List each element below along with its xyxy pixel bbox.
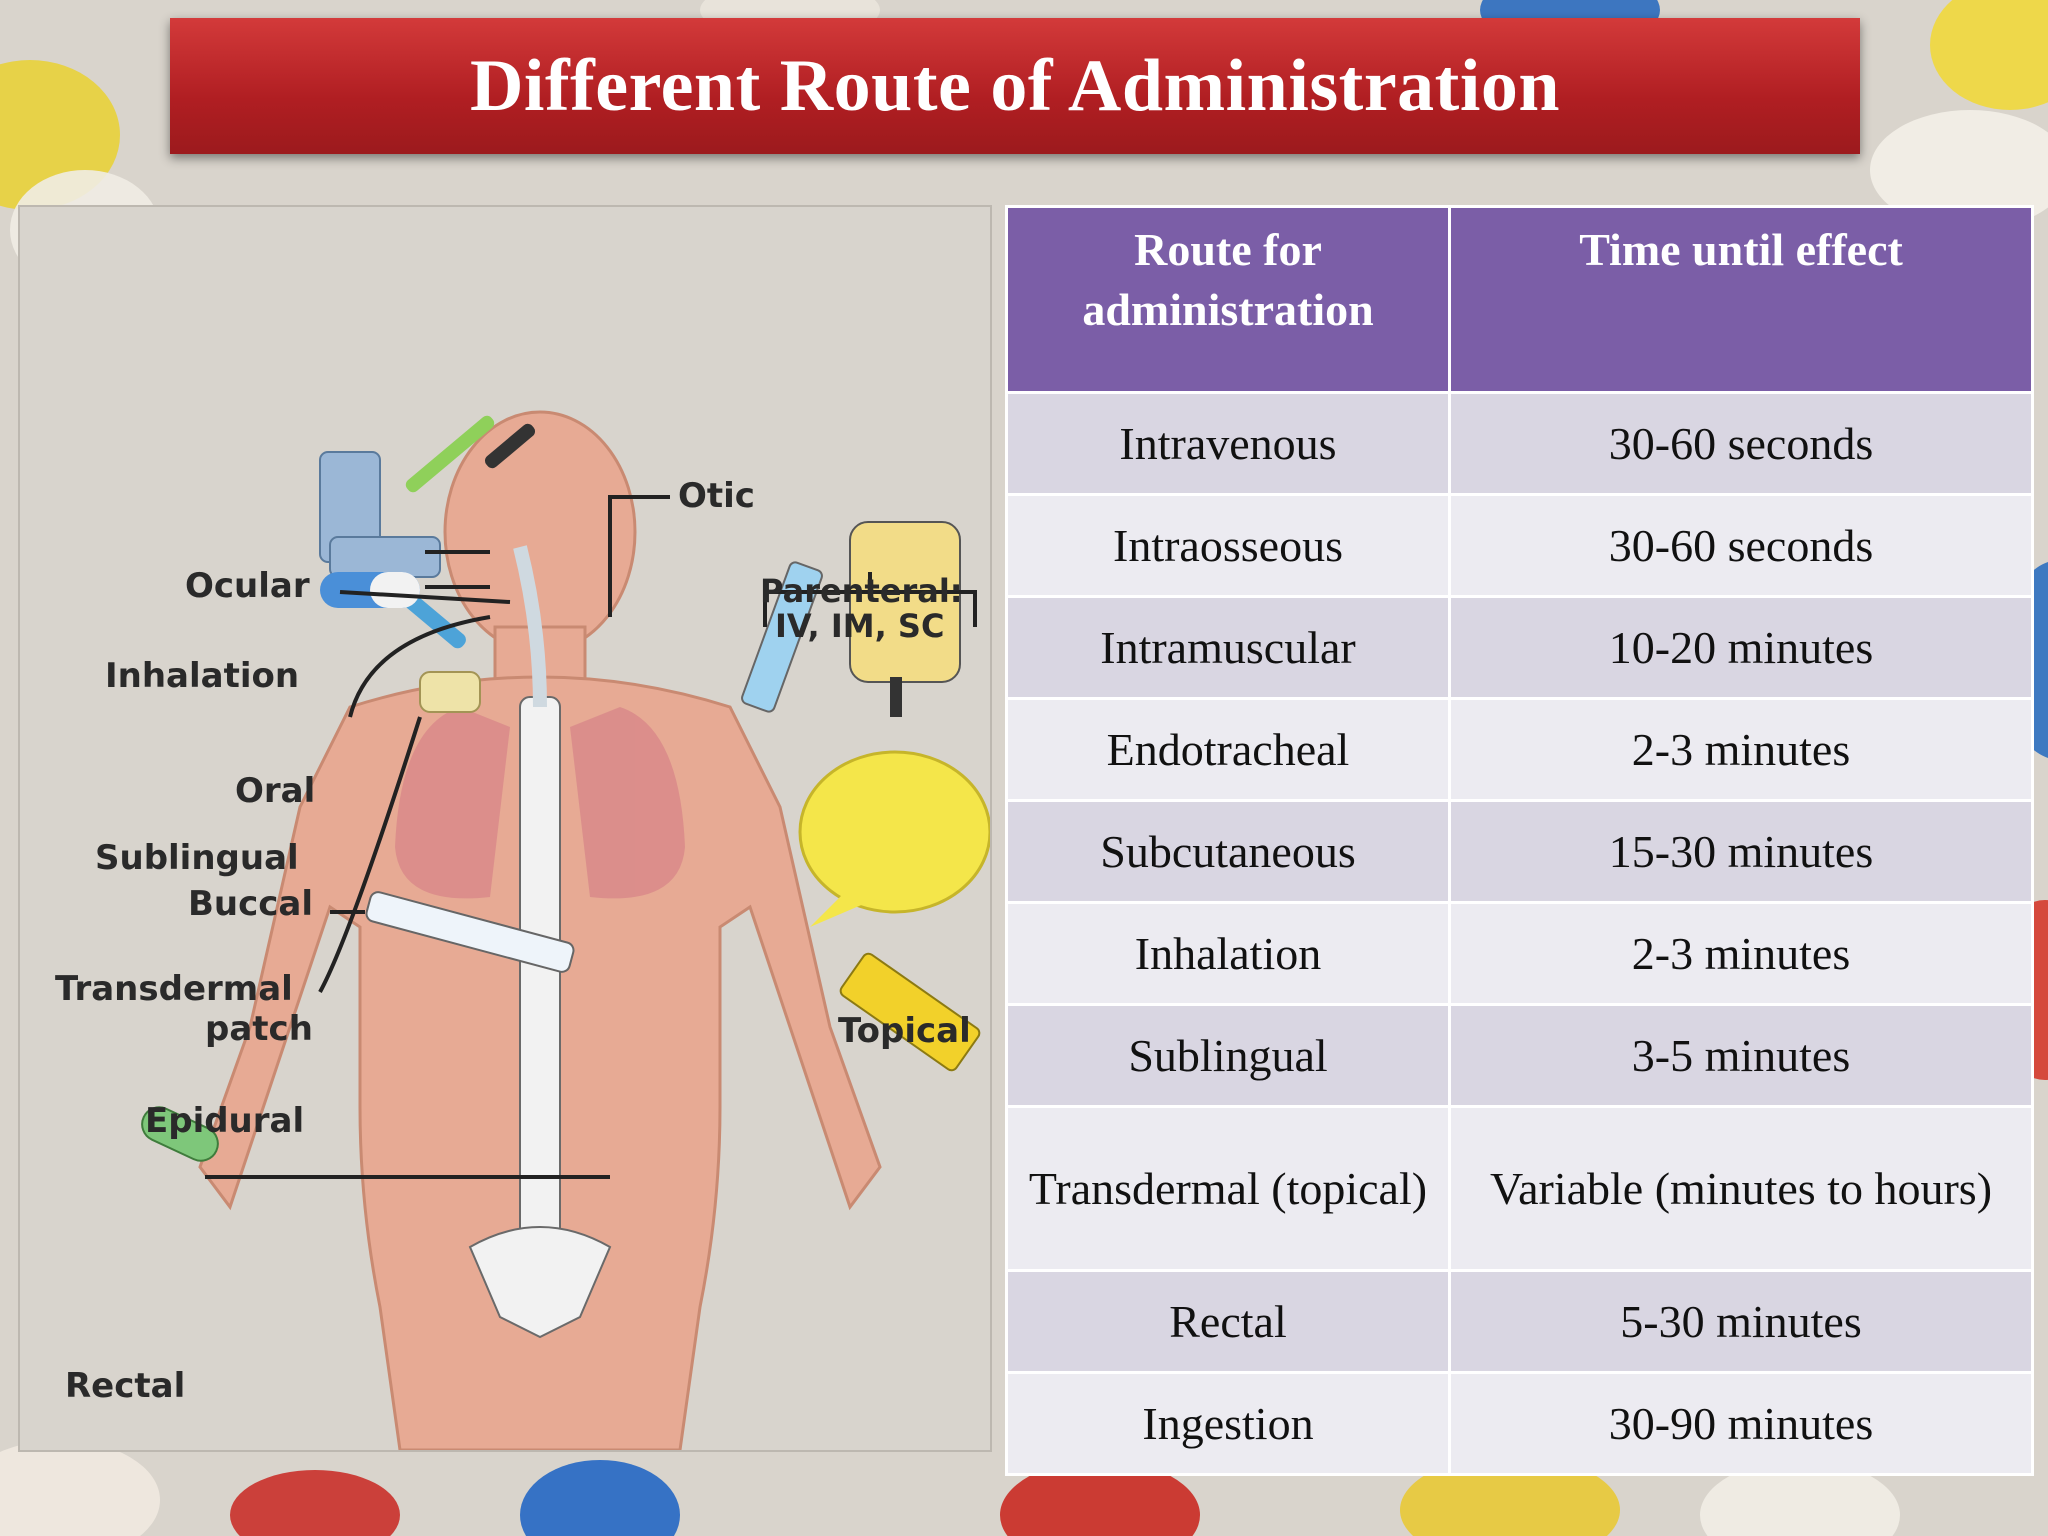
table-row: Ingestion 30-90 minutes — [1005, 1371, 2034, 1476]
label-epidural: Epidural — [145, 1101, 304, 1141]
table-row: Intravenous 30-60 seconds — [1005, 391, 2034, 496]
otic-dropper-icon — [405, 415, 536, 493]
leader-lines — [205, 495, 977, 1179]
time-cell: Variable (minutes to hours) — [1448, 1105, 2034, 1272]
label-patch: patch — [205, 1009, 313, 1049]
label-parenteral-routes: IV, IM, SC — [775, 607, 944, 645]
table-header-row: Route for administration Time until effe… — [1005, 205, 2034, 394]
label-parenteral: Parenteral: — [760, 572, 963, 610]
route-cell: Endotracheal — [1005, 697, 1451, 802]
route-cell: Intraosseous — [1005, 493, 1451, 598]
routes-body-illustration: Otic Ocular Parenteral: IV, IM, SC Inhal… — [18, 205, 992, 1452]
title-banner: Different Route of Administration — [170, 18, 1860, 154]
label-oral: Oral — [235, 771, 315, 811]
route-cell: Intramuscular — [1005, 595, 1451, 700]
suppository-icon — [141, 1106, 219, 1162]
table-row: Intramuscular 10-20 minutes — [1005, 595, 2034, 700]
body-diagram: Otic Ocular Parenteral: IV, IM, SC Inhal… — [55, 410, 990, 1450]
table-row: Sublingual 3-5 minutes — [1005, 1003, 2034, 1108]
transdermal-patch-icon — [419, 671, 481, 713]
iv-bag-icon — [849, 521, 961, 717]
label-ocular: Ocular — [185, 566, 310, 606]
table-row: Rectal 5-30 minutes — [1005, 1269, 2034, 1374]
spine — [468, 696, 612, 1339]
table-row: Endotracheal 2-3 minutes — [1005, 697, 2034, 802]
syringe-icon — [741, 561, 823, 713]
time-cell: 2-3 minutes — [1448, 901, 2034, 1006]
time-cell: 10-20 minutes — [1448, 595, 2034, 700]
label-topical: Topical — [838, 1011, 971, 1051]
route-cell: Sublingual — [1005, 1003, 1451, 1108]
route-cell: Rectal — [1005, 1269, 1451, 1374]
time-cell: 2-3 minutes — [1448, 697, 2034, 802]
table-row: Subcutaneous 15-30 minutes — [1005, 799, 2034, 904]
inhaler-icon — [319, 451, 441, 578]
time-cell: 5-30 minutes — [1448, 1269, 2034, 1374]
header-route: Route for administration — [1005, 205, 1451, 394]
time-cell: 3-5 minutes — [1448, 1003, 2034, 1108]
route-cell: Inhalation — [1005, 901, 1451, 1006]
route-cell: Subcutaneous — [1005, 799, 1451, 904]
route-cell: Ingestion — [1005, 1371, 1451, 1476]
label-transdermal: Transdermal — [55, 969, 293, 1009]
time-cell: 15-30 minutes — [1448, 799, 2034, 904]
lungs — [395, 707, 685, 899]
label-inhalation: Inhalation — [105, 656, 299, 696]
label-buccal: Buccal — [188, 884, 313, 924]
airway — [513, 545, 547, 708]
route-cell: Intravenous — [1005, 391, 1451, 496]
table-row: Intraosseous 30-60 seconds — [1005, 493, 2034, 598]
table-row: Transdermal (topical) Variable (minutes … — [1005, 1105, 2034, 1272]
table-row: Inhalation 2-3 minutes — [1005, 901, 2034, 1006]
header-time: Time until effect — [1448, 205, 2034, 394]
label-rectal: Rectal — [65, 1366, 185, 1406]
time-cell: 30-90 minutes — [1448, 1371, 2034, 1476]
epidural-syringe-icon — [365, 891, 575, 973]
time-cell: 30-60 seconds — [1448, 391, 2034, 496]
label-otic: Otic — [678, 476, 755, 516]
slide-title: Different Route of Administration — [469, 44, 1561, 127]
route-onset-table: Route for administration Time until effe… — [1005, 205, 2034, 1476]
time-cell: 30-60 seconds — [1448, 493, 2034, 598]
oral-capsule-icon — [320, 572, 420, 608]
label-sublingual: Sublingual — [95, 838, 299, 878]
topical-tube-icon — [839, 952, 981, 1072]
topical-speech-bubble-icon — [798, 750, 990, 927]
route-cell: Transdermal (topical) — [1005, 1105, 1451, 1272]
